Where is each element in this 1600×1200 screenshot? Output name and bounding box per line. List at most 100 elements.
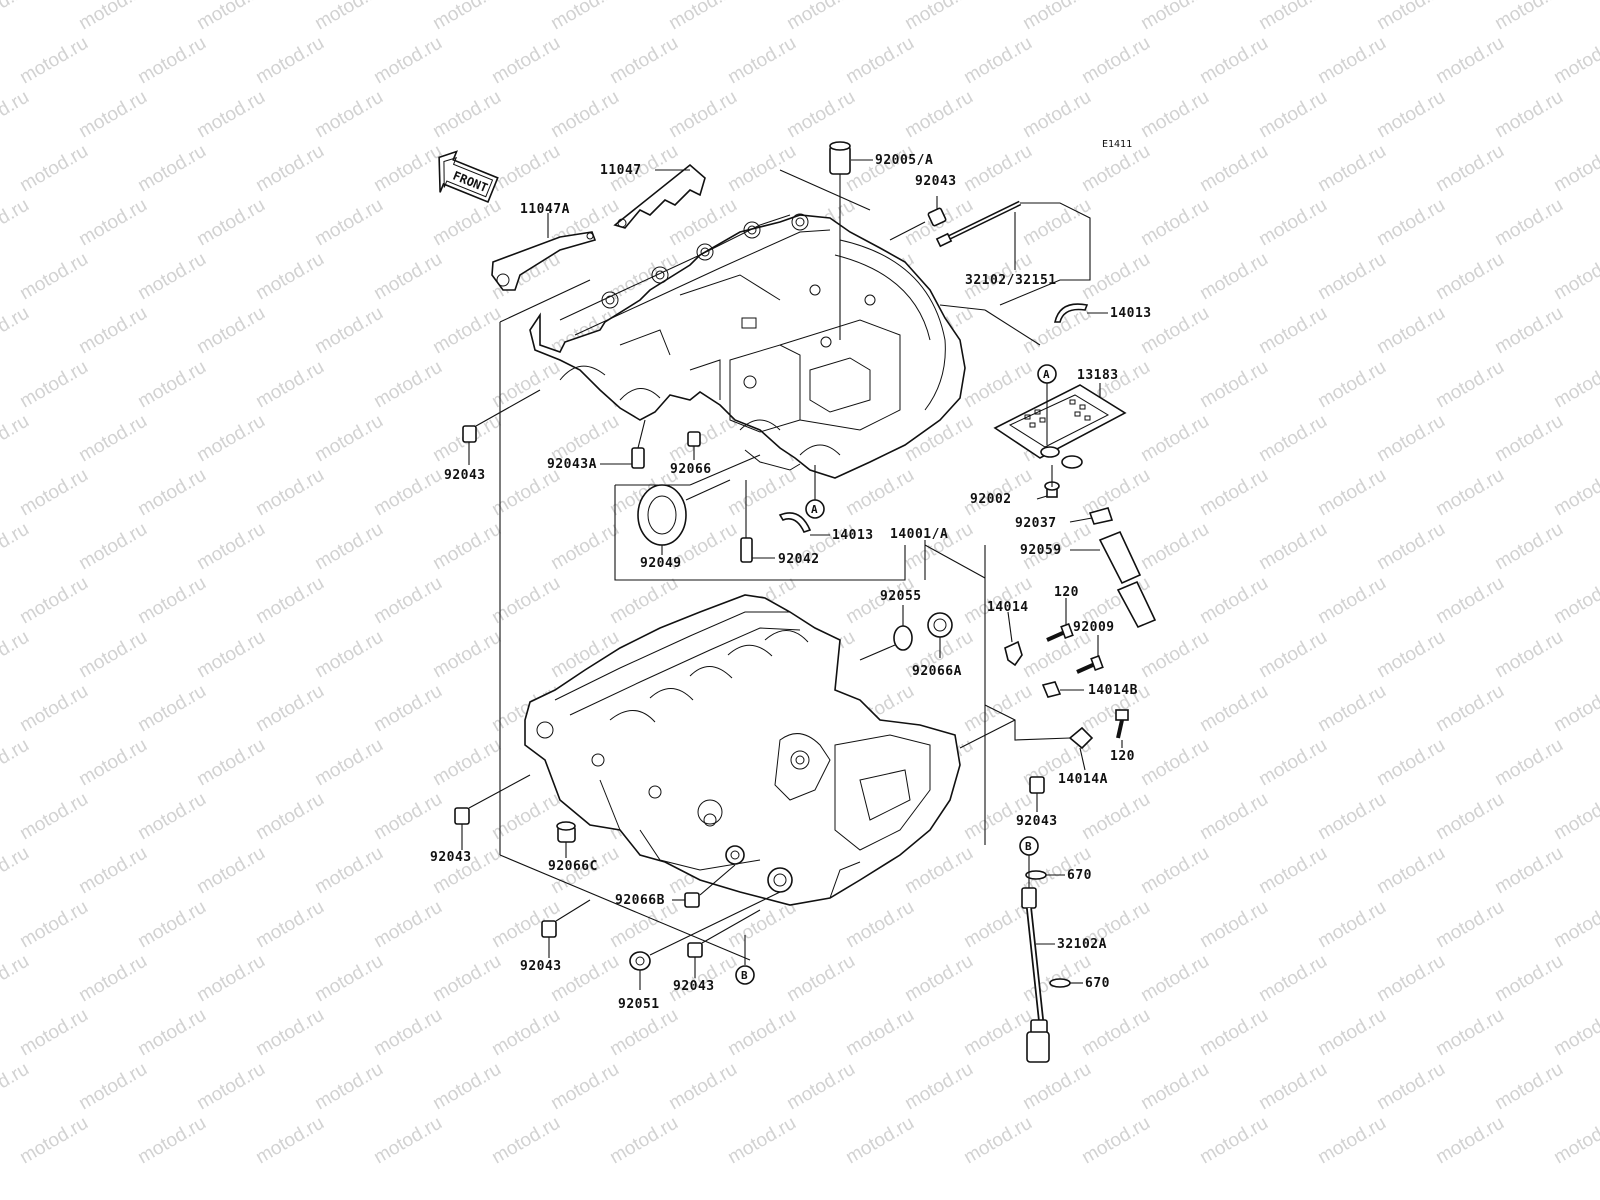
watermark-text: motod.ru xyxy=(75,195,150,251)
part-label-92043: 92043 xyxy=(520,959,562,974)
watermark-text: motod.ru xyxy=(1137,843,1212,899)
watermark-text: motod.ru xyxy=(252,789,327,845)
watermark-text: motod.ru xyxy=(16,249,91,305)
callout-a-mid: A xyxy=(805,499,825,519)
bracket-11047 xyxy=(613,163,706,229)
part-label-92043: 92043 xyxy=(430,850,472,865)
watermark-text: motod.ru xyxy=(1373,519,1448,575)
callout-a-top: A xyxy=(1037,364,1057,384)
part-labels: 92005/A 11047 11047A 92043 32102/32151 1… xyxy=(430,153,1152,1012)
watermark-text: motod.ru xyxy=(1196,357,1271,413)
watermark-text: motod.ru xyxy=(16,789,91,845)
watermark-text: motod.ru xyxy=(1255,411,1330,467)
watermark-text: motod.ru xyxy=(1019,87,1094,143)
watermark-text: motod.ru xyxy=(311,951,386,1007)
watermark-text: motod.ru xyxy=(960,357,1035,413)
watermark-text: motod.ru xyxy=(1255,303,1330,359)
watermark-text: motod.ru xyxy=(16,357,91,413)
watermark-text: motod.ru xyxy=(75,87,150,143)
watermark-text: motod.ru xyxy=(901,1059,976,1115)
watermark-text: motod.ru xyxy=(16,141,91,197)
watermark-text: motod.ru xyxy=(1491,1059,1566,1115)
watermark-text: motod.ru xyxy=(1432,1113,1507,1169)
watermark-text: motod.ru xyxy=(75,0,150,34)
bracket-14014 xyxy=(1004,640,1023,667)
bracket-11047a xyxy=(491,231,597,291)
watermark-text: motod.ru xyxy=(193,411,268,467)
watermark-text: motod.ru xyxy=(1196,789,1271,845)
watermark-text: motod.ru xyxy=(1373,735,1448,791)
watermark-text: motod.ru xyxy=(193,951,268,1007)
watermark-text: motod.ru xyxy=(1314,789,1389,845)
watermark-text: motod.ru xyxy=(1137,195,1212,251)
part-label-14013: 14013 xyxy=(832,528,874,543)
watermark-text: motod.ru xyxy=(252,1113,327,1169)
part-label-92002: 92002 xyxy=(970,492,1012,507)
watermark-text: motod.ru xyxy=(429,0,504,34)
part-label-14013: 14013 xyxy=(1110,306,1152,321)
part-label-92043: 92043 xyxy=(673,979,715,994)
watermark-text: motod.ru xyxy=(724,141,799,197)
watermark-text: motod.ru xyxy=(1196,141,1271,197)
watermark-text: motod.ru xyxy=(0,843,33,899)
bolt-120 xyxy=(1046,622,1074,642)
dowel-pin xyxy=(631,447,645,469)
watermark-text: motod.ru xyxy=(1255,87,1330,143)
watermark-text: motod.ru xyxy=(1137,411,1212,467)
watermark-text: motod.ru xyxy=(1255,519,1330,575)
dowel-pin xyxy=(684,892,700,908)
diagram-code: E1411 xyxy=(1102,139,1132,150)
watermark-text: motod.ru xyxy=(1550,1113,1600,1169)
watermark-text: motod.ru xyxy=(429,303,504,359)
watermark-text: motod.ru xyxy=(665,1059,740,1115)
watermark-text: motod.ru xyxy=(370,789,445,845)
watermark-text: motod.ru xyxy=(1432,1005,1507,1061)
watermark-text: motod.ru xyxy=(1137,0,1212,34)
watermark-text: motod.ru xyxy=(0,627,33,683)
watermark-text: motod.ru xyxy=(1078,1005,1153,1061)
watermark-text: motod.ru xyxy=(75,951,150,1007)
part-label-11047a: 11047A xyxy=(520,202,570,217)
part-label-92043a: 92043A xyxy=(547,457,597,472)
watermark-text: motod.ru xyxy=(0,519,33,575)
watermark-text: motod.ru xyxy=(488,1005,563,1061)
watermark-text: motod.ru xyxy=(1314,249,1389,305)
callout-b-right: B xyxy=(1019,836,1039,856)
watermark-text: motod.ru xyxy=(1432,249,1507,305)
watermark-text: motod.ru xyxy=(134,249,209,305)
watermark-text: motod.ru xyxy=(1373,1059,1448,1115)
callout-a-label: A xyxy=(811,503,818,516)
plug-92066c xyxy=(556,821,576,843)
watermark-text: motod.ru xyxy=(1255,735,1330,791)
watermark-text: motod.ru xyxy=(370,1005,445,1061)
part-label-14014a: 14014A xyxy=(1058,772,1108,787)
watermark-text: motod.ru xyxy=(16,897,91,953)
watermark-text: motod.ru xyxy=(75,735,150,791)
oil-pipe-32102 xyxy=(935,200,1022,248)
watermark-text: motod.ru xyxy=(429,1059,504,1115)
front-arrow: FRONT xyxy=(438,150,499,203)
watermark-text: motod.ru xyxy=(547,519,622,575)
watermark-text: motod.ru xyxy=(960,1113,1035,1169)
watermark-text: motod.ru xyxy=(370,141,445,197)
watermark-text: motod.ru xyxy=(1491,519,1566,575)
watermark-text: motod.ru xyxy=(193,843,268,899)
dowel-pin xyxy=(454,807,470,825)
watermark-text: motod.ru xyxy=(1432,33,1507,89)
watermark-text: motod.ru xyxy=(1137,1059,1212,1115)
watermark-text: motod.ru xyxy=(1491,0,1566,34)
watermark-text: motod.ru xyxy=(842,897,917,953)
part-label-92055: 92055 xyxy=(880,589,922,604)
watermark-text: motod.ru xyxy=(0,735,33,791)
watermark-text: motod.ru xyxy=(370,897,445,953)
watermark-text: motod.ru xyxy=(1491,843,1566,899)
watermark-text: motod.ru xyxy=(1137,519,1212,575)
part-label-92043: 92043 xyxy=(1016,814,1058,829)
watermark-text: motod.ru xyxy=(842,33,917,89)
watermark-text: motod.ru xyxy=(370,465,445,521)
watermark-text: motod.ru xyxy=(1550,465,1600,521)
watermark-text: motod.ru xyxy=(606,33,681,89)
upper-crankcase xyxy=(529,213,966,479)
bracket-14014a xyxy=(1068,726,1094,750)
watermark-text: motod.ru xyxy=(1373,195,1448,251)
